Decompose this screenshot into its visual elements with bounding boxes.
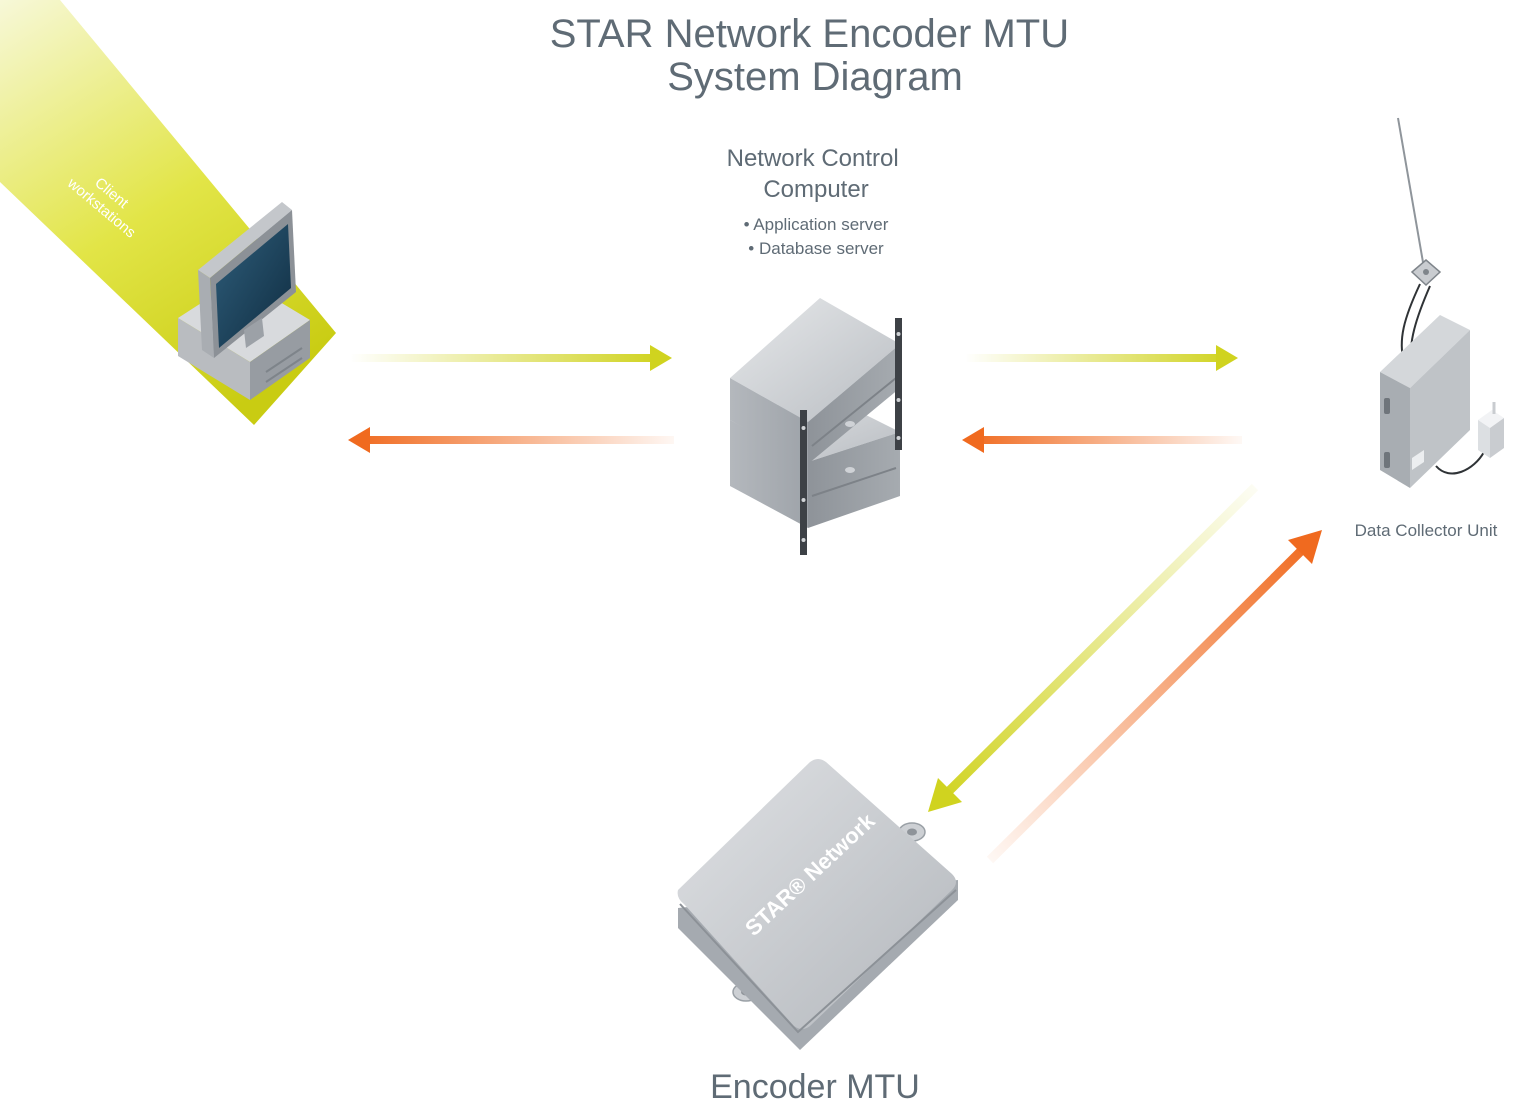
data-collector-label: Data Collector Unit (1355, 521, 1498, 540)
arrow-server-to-client (348, 427, 674, 453)
arrow-client-to-server (350, 345, 672, 371)
network-control-bullet: • Application server (744, 215, 889, 234)
arrow-collector-to-server (962, 427, 1242, 453)
arrow-collector-to-encoder (928, 483, 1259, 812)
encoder-mtu-label: Encoder MTU (710, 1068, 920, 1106)
server-rack-icon (730, 298, 902, 555)
network-control-title: Network Control Computer (727, 145, 906, 203)
diagram-title: STAR Network Encoder MTU System Diagram (550, 12, 1081, 99)
arrow-encoder-to-collector (986, 530, 1322, 864)
encoder-mtu-icon: STAR® Network (677, 759, 958, 1050)
arrow-server-to-collector (965, 345, 1238, 371)
network-control-bullet: • Database server (748, 239, 884, 258)
client-workstation-icon (178, 202, 310, 400)
data-collector-icon (1380, 117, 1504, 488)
